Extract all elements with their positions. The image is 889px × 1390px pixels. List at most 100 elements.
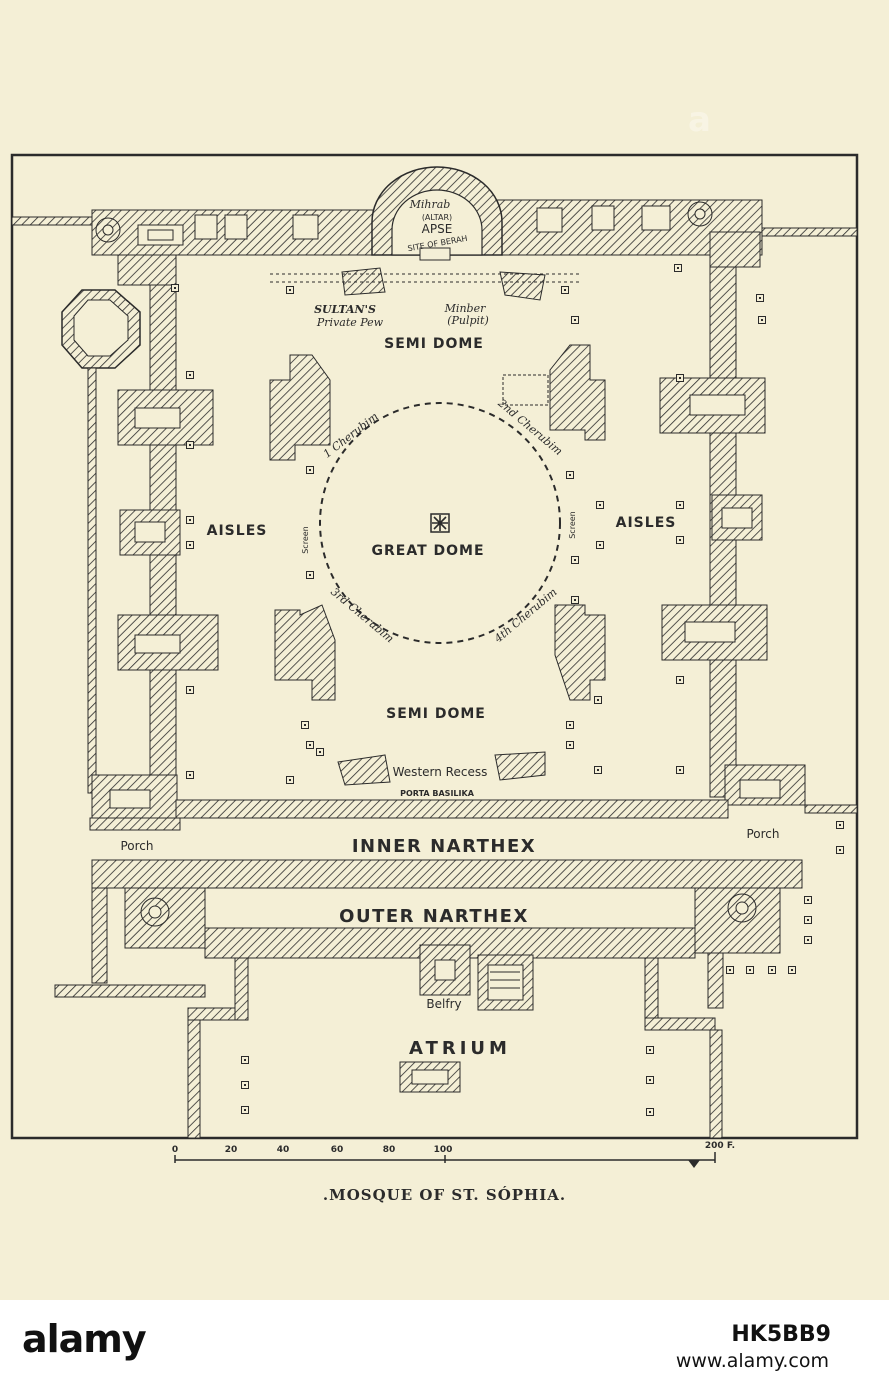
column-dot [761,319,763,321]
scale-tick-80: 80 [383,1145,396,1155]
label-screen-right: Screen [568,511,577,539]
label-porch-left: Porch [120,839,153,853]
label-semi-dome-top: SEMI DOME [384,336,484,352]
apse [371,166,503,261]
column-dot [791,969,793,971]
watermark-logo: alamy [22,1317,147,1361]
column-dot [189,444,191,446]
plate-frame [10,153,859,1140]
label-pulpit: (Pulpit) [447,314,489,327]
watermark-banner [0,1300,889,1390]
column-dot [807,919,809,921]
label-inner-narthex: INNER NARTHEX [352,836,536,857]
label-porta-basilika: PORTA BASILIKA [400,789,475,798]
column-dot [597,699,599,701]
atrium-walls [187,944,723,1139]
octagon-tower [61,289,141,369]
label-minber: Minber [444,302,486,315]
rosette-nw [95,217,121,243]
label-screen-left: Screen [301,526,310,554]
column-dot [569,724,571,726]
western-recess-blocks [337,751,546,786]
label-aisles-left: AISLES [207,523,268,539]
columns [171,264,844,1116]
label-private-pew: Private Pew [316,316,384,329]
plate-caption: .MOSQUE OF ST. SÓPHIA. [322,1186,567,1204]
label-cherubim-4: 4th Cherubim [491,585,559,645]
column-dot [679,539,681,541]
column-dot [749,969,751,971]
east-wall [659,231,858,814]
scale-end-label: 200 F. [705,1141,735,1151]
column-dot [574,599,576,601]
column-dot [309,574,311,576]
column-dot [304,724,306,726]
sultan-pew-minber [270,267,580,301]
label-apse: APSE [422,222,453,236]
column-dot [189,544,191,546]
column-dot [649,1079,651,1081]
label-outer-narthex: OUTER NARTHEX [339,906,529,927]
column-dot [599,504,601,506]
column-dot [564,289,566,291]
column-dot [807,939,809,941]
column-dot [574,559,576,561]
column-dot [309,469,311,471]
column-dot [174,287,176,289]
column-dot [679,504,681,506]
column-dot [309,744,311,746]
rosette-ne [687,201,713,227]
column-dot [189,689,191,691]
column-dot [569,474,571,476]
column-dot [807,899,809,901]
label-great-dome: GREAT DOME [371,543,484,559]
column-dot [679,769,681,771]
column-dot [839,824,841,826]
column-dot [189,774,191,776]
watermark-faint: a [688,100,711,140]
label-cherubim-3: 3rd Cherubim [328,585,396,645]
scale-tick-60: 60 [331,1145,344,1155]
label-belfry: Belfry [426,997,461,1011]
column-dot [759,297,761,299]
watermark-image-id: HK5BB9 [731,1322,831,1347]
column-dot [729,969,731,971]
label-mihrab: Mihrab [409,198,451,211]
column-dot [599,544,601,546]
column-dot [679,679,681,681]
scale-bar: 0 20 40 60 80 100 200 F. [172,1141,735,1168]
column-dot [597,769,599,771]
column-dot [569,744,571,746]
label-aisles-right: AISLES [616,515,677,531]
label-atrium: ATRIUM [409,1038,511,1059]
label-porch-right: Porch [746,827,779,841]
scale-tick-40: 40 [277,1145,290,1155]
column-dot [189,374,191,376]
column-dot [244,1109,246,1111]
watermark-url: www.alamy.com [675,1350,829,1372]
column-dot [771,969,773,971]
narthex-walls [54,817,803,1009]
column-dot [189,519,191,521]
nave-south-wall [175,799,729,819]
column-dot [244,1084,246,1086]
floor-plan: Mihrab (ALTAR) APSE SITE OF BERAH SULTAN… [10,153,859,1168]
column-dot [649,1049,651,1051]
column-dot [289,289,291,291]
column-dot [649,1111,651,1113]
label-sultans: SULTAN'S [314,303,376,316]
scale-tick-100: 100 [434,1145,453,1155]
cross-icon [430,513,450,533]
great-dome-circle [319,402,561,644]
scale-tick-0: 0 [172,1145,178,1155]
column-dot [319,751,321,753]
west-wall [87,254,219,821]
label-semi-dome-bottom: SEMI DOME [386,706,486,722]
label-western-recess: Western Recess [393,765,488,779]
label-altar: (ALTAR) [422,213,452,222]
column-dot [244,1059,246,1061]
column-dot [289,779,291,781]
column-dot [839,849,841,851]
scale-tick-20: 20 [225,1145,238,1155]
plate-page: Mihrab (ALTAR) APSE SITE OF BERAH SULTAN… [10,153,859,1168]
